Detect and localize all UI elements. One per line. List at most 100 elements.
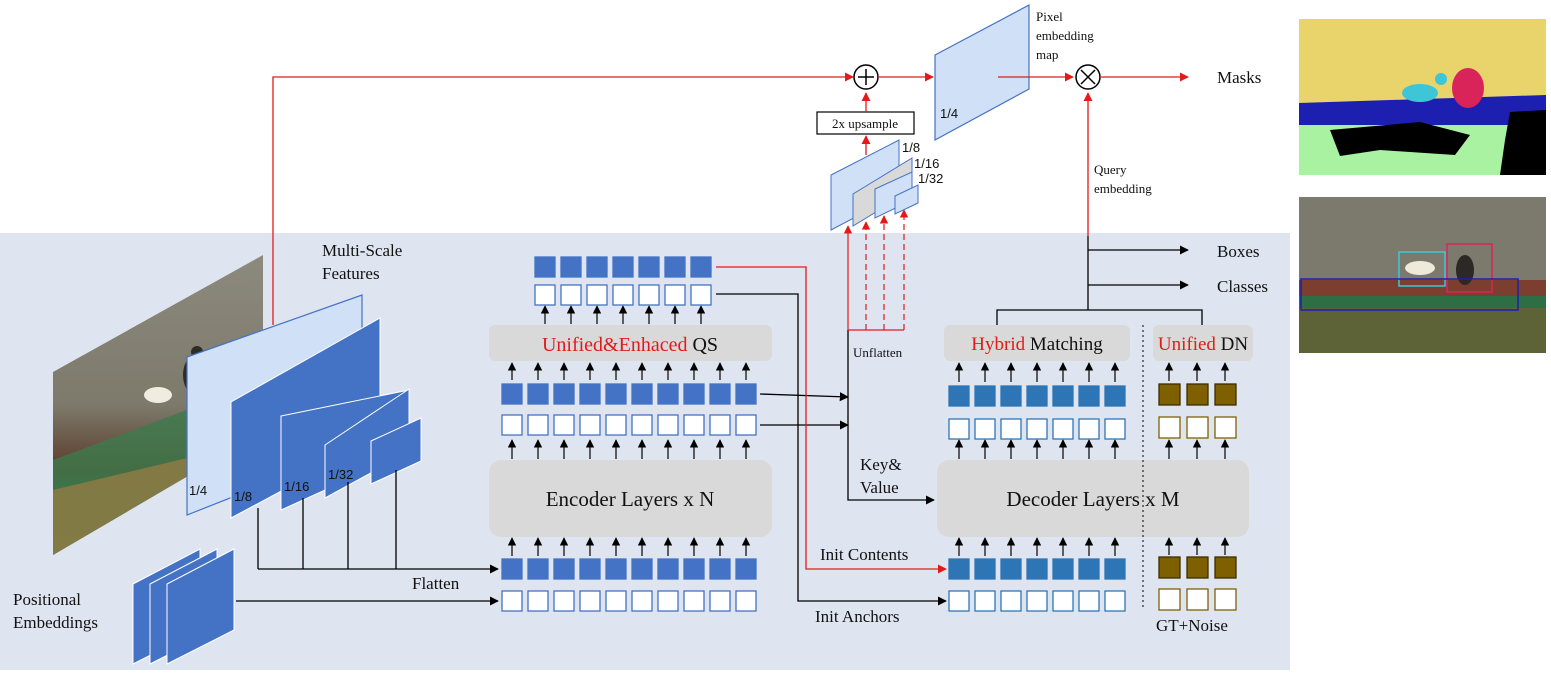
dn-output-anchor [1186,416,1209,439]
pyramid-frac-1-16: 1/16 [914,156,939,171]
decoder-output-anchor [1026,418,1048,440]
boxes-label: Boxes [1217,242,1260,261]
encoder-pos-token [527,590,549,612]
decoder-input-arrows [954,537,1120,556]
decoder-anchor-query [1052,590,1074,612]
encoder-output-token [735,383,757,405]
hybrid-matching-label-red: Hybrid [971,334,1025,355]
dn-content-query [1186,556,1209,579]
frac-1-4: 1/4 [189,483,207,498]
encoder-pos-token [501,590,523,612]
detection-output-image [1299,197,1546,353]
encoder-output-pos-token [631,414,653,436]
query-selection-label-red: Unified&Enhaced [542,334,688,356]
unified-dn-label: Unified DN [1158,334,1249,355]
pyramid-frac-1-32: 1/32 [918,171,943,186]
decoder-output-anchor [948,418,970,440]
encoder-output-token [631,383,653,405]
dn-output-arrows [1164,439,1230,459]
mask-output-image [1299,19,1546,175]
selected-query-arrows [540,305,706,324]
positional-embedding-maps [132,548,235,665]
decoder-output-anchors [948,418,1126,440]
hybrid-matching-label-black: Matching [1025,334,1103,355]
hybrid-matching-arrows [954,362,1120,382]
decoder-anchor-query [1026,590,1048,612]
encoder-input-token [527,558,549,580]
query-embedding-label-2: embedding [1094,181,1152,196]
encoder-output-pos-tokens [501,414,757,436]
encoder-pos-token [579,590,601,612]
dn-output-content [1158,383,1181,406]
frac-1-8: 1/8 [234,489,252,504]
encoder-output-token [527,383,549,405]
pixel-embedding-map [934,4,1030,142]
positional-label-1: Positional [13,590,81,609]
selected-anchor-tokens [534,284,712,306]
encoder-output-token [579,383,601,405]
multiply-node [1075,64,1101,90]
encoder-output-token [657,383,679,405]
key-value-label-2: Value [860,478,899,497]
encoder-output-token [709,383,731,405]
init-anchors-arrow [716,293,947,606]
dn-output-contents [1158,383,1237,406]
selected-anchor-token [534,284,556,306]
encoder-block [489,460,772,537]
output-connectors [996,236,1203,325]
encoder-output-pos-token [579,414,601,436]
decoder-anchor-query [1078,590,1100,612]
encoder-input-pos-tokens [501,590,757,612]
encoder-input-arrows [507,537,751,556]
encoder-output-arrows [507,439,751,459]
encoder-output-pos-token [501,414,523,436]
pyramid-frac-1-8: 1/8 [902,140,920,155]
encoder-input-token [501,558,523,580]
decoder-content-query [1052,558,1074,580]
decoder-label: Decoder Layers x M [1006,487,1180,511]
decoder-output-content [948,385,970,407]
decoder-output-content [1052,385,1074,407]
dn-input-arrows [1164,537,1230,555]
encoder-output-pos-token [605,414,627,436]
encoder-input-token [709,558,731,580]
dn-anchor-query [1158,588,1181,611]
selected-content-token [690,256,712,278]
decoder-block [937,460,1249,537]
selected-content-token [612,256,634,278]
encoder-output-pos-token [709,414,731,436]
dn-output-content [1186,383,1209,406]
dn-anchor-queries [1158,588,1237,611]
encoder-output-pos-token [527,414,549,436]
selected-anchor-token [586,284,608,306]
encoder-output-token [501,383,523,405]
decoder-output-content [974,385,996,407]
decoder-output-anchor [974,418,996,440]
multi-scale-label-2: Features [322,264,380,283]
hybrid-matching-block [944,325,1130,361]
encoder-pos-token [553,590,575,612]
encoder-output-token [605,383,627,405]
decoder-anchor-query [974,590,996,612]
decoder-anchor-query [948,590,970,612]
decoder-output-arrows [954,439,1120,459]
key-value-label-1: Key& [860,455,902,474]
pixel-embedding-label-2: embedding [1036,28,1094,43]
decoder-anchor-query [1104,590,1126,612]
init-anchors-label: Init Anchors [815,607,900,626]
init-contents-label: Init Contents [820,545,908,564]
decoder-output-content [1000,385,1022,407]
frac-1-32: 1/32 [328,467,353,482]
selected-content-tokens [534,256,712,278]
decoder-output-anchor [1000,418,1022,440]
encoder-output-pos-token [683,414,705,436]
decoder-anchor-query [1000,590,1022,612]
encoder-output-token [683,383,705,405]
dn-top-arrows [1164,362,1230,381]
dn-anchor-query [1186,588,1209,611]
dn-anchor-query [1214,588,1237,611]
query-selection-arrows [507,362,751,380]
decoder-content-query [974,558,996,580]
multi-scale-label-1: Multi-Scale [322,241,402,260]
